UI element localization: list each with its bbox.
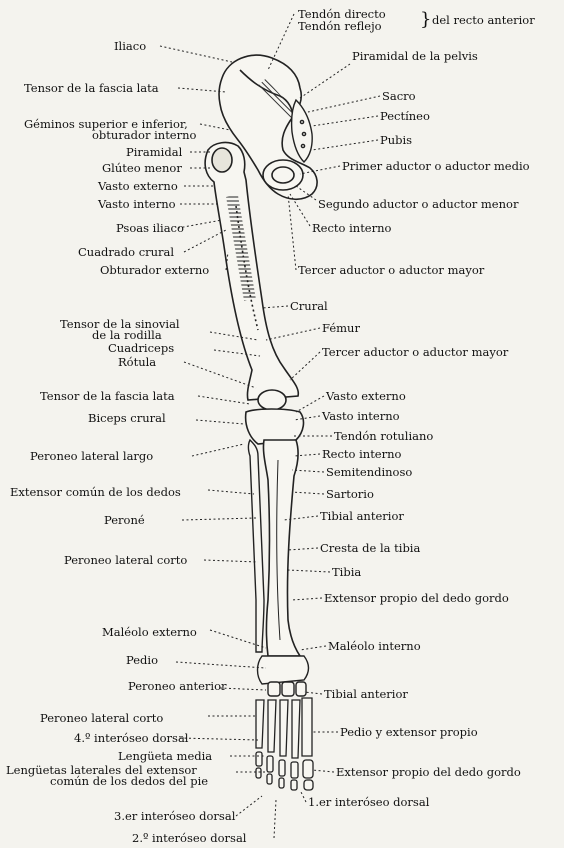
label-maleolo-externo: Maléolo externo [102,626,197,638]
label-piramidal: Piramidal [126,146,182,158]
label-peroneo-lateral-corto-leg: Peroneo lateral corto [64,554,187,566]
label-obturador-interno: obturador interno [92,129,196,141]
label-biceps-crural: Biceps crural [88,412,166,424]
label-recto-interno-top: Recto interno [312,222,391,234]
label-sacro: Sacro [382,90,416,102]
label-pedio: Pedio [126,654,158,666]
label-extensor-propio-foot: Extensor propio del dedo gordo [336,766,521,778]
brace-symbol: } [420,8,431,32]
label-tendon-reflejo: Tendón reflejo [298,20,382,32]
label-vasto-externo-top: Vasto externo [98,180,178,192]
label-crural: Crural [290,300,328,312]
label-tibial-anterior-foot: Tibial anterior [324,688,408,700]
label-semitendinoso: Semitendinoso [326,466,412,478]
label-segundo-aductor: Segundo aductor o aductor menor [318,198,518,210]
label-peroneo-lateral-largo: Peroneo lateral largo [30,450,153,462]
label-2-interoseo-dorsal: 2.º interóseo dorsal [132,832,246,844]
tibia-bone [263,440,300,656]
label-piramidal-pelvis: Piramidal de la pelvis [352,50,478,62]
label-tibial-anterior-leg: Tibial anterior [320,510,404,522]
label-cresta-tibia: Cresta de la tibia [320,542,420,554]
label-tercer-aductor-knee: Tercer aductor o aductor mayor [322,346,508,358]
sacrum-bone [292,100,313,162]
label-comun-de-los-dedos: común de los dedos del pie [50,775,208,787]
label-rotula: Rótula [118,356,156,368]
label-tensor-fascia-lata-top: Tensor de la fascia lata [24,82,159,94]
label-tendon-rotuliano: Tendón rotuliano [334,430,433,442]
label-primer-aductor: Primer aductor o aductor medio [342,160,530,172]
label-pectineo: Pectíneo [380,110,430,122]
patella-bone [258,390,286,410]
fibula-bone [249,440,265,652]
label-sartorio: Sartorio [326,488,374,500]
foot-bones [256,698,313,790]
label-4-interoseo-dorsal: 4.º interóseo dorsal [74,732,188,744]
label-vasto-externo-knee: Vasto externo [326,390,406,402]
label-vasto-interno-top: Vasto interno [98,198,176,210]
label-vasto-interno-knee: Vasto interno [322,410,400,422]
label-peroneo-lateral-corto-foot: Peroneo lateral corto [40,712,163,724]
label-recto-interno-knee: Recto interno [322,448,401,460]
label-femur: Fémur [322,322,360,334]
label-cuadrado-crural: Cuadrado crural [78,246,174,258]
label-1-interoseo-dorsal: 1.er interóseo dorsal [308,796,429,808]
label-perone: Peroné [104,514,145,526]
label-extensor-comun: Extensor común de los dedos [10,486,181,498]
label-tercer-aductor-top: Tercer aductor o aductor mayor [298,264,484,276]
label-psoas-iliaco: Psoas iliaco [116,222,184,234]
label-iliaco: Iliaco [114,40,146,52]
pubis-ring [263,160,303,190]
label-cuadriceps: Cuadriceps [108,342,174,354]
label-pubis: Pubis [380,134,412,146]
label-tibia: Tibia [332,566,361,578]
label-lengueta-media: Lengüeta media [118,750,212,762]
label-tensor-fascia-lata-knee: Tensor de la fascia lata [40,390,175,402]
label-3-interoseo-dorsal: 3.er interóseo dorsal [114,810,235,822]
label-extensor-propio-leg: Extensor propio del dedo gordo [324,592,509,604]
label-peroneo-anterior: Peroneo anterior [128,680,227,692]
label-maleolo-interno: Maléolo interno [328,640,421,652]
label-obturador-externo: Obturador externo [100,264,209,276]
label-gluteo-menor: Glúteo menor [102,162,182,174]
label-de-la-rodilla: de la rodilla [92,329,162,341]
label-del-recto-anterior: del recto anterior [432,14,535,26]
tibia-plateau [246,409,304,444]
label-pedio-extensor-propio: Pedio y extensor propio [340,726,478,738]
